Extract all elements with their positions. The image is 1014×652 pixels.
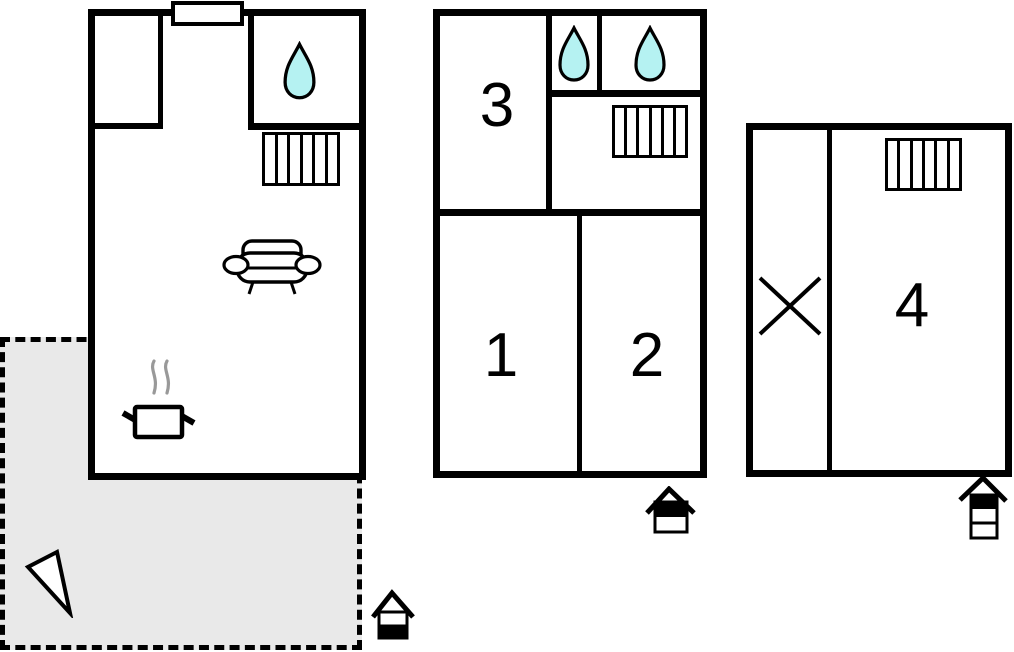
water-drop-icon bbox=[283, 41, 316, 100]
wall-wet-rooms-bottom bbox=[546, 90, 707, 97]
house-level-ground-floor-icon bbox=[371, 589, 415, 640]
wall-wet-rooms-divider bbox=[597, 9, 602, 95]
wall-closet-right bbox=[158, 9, 163, 128]
sofa-icon bbox=[222, 239, 322, 295]
wall-stairwell-divider bbox=[827, 123, 832, 477]
wall-bathroom-bottom bbox=[248, 123, 366, 130]
radiator-icon bbox=[612, 105, 688, 158]
water-drop-icon bbox=[634, 25, 666, 82]
house-level-upper-floor-icon bbox=[645, 486, 696, 534]
house-level-top-floor-icon bbox=[958, 475, 1008, 540]
building-middle bbox=[433, 9, 707, 478]
cooking-pot-icon bbox=[121, 359, 196, 440]
building-right bbox=[746, 123, 1012, 477]
wall-room1-room2-divider bbox=[577, 212, 582, 478]
wall-room3-right bbox=[546, 9, 552, 215]
wall-bathroom-left bbox=[248, 9, 254, 130]
building-left bbox=[88, 9, 366, 480]
stair-cross-icon bbox=[758, 276, 822, 336]
room-label-3: 3 bbox=[479, 71, 515, 140]
direction-triangle-icon bbox=[24, 549, 74, 618]
radiator-icon bbox=[885, 138, 962, 191]
room-label-1: 1 bbox=[483, 321, 519, 390]
chimney bbox=[171, 1, 244, 26]
room-label-4: 4 bbox=[894, 271, 930, 340]
radiator-icon bbox=[262, 132, 340, 186]
wall-closet-bottom bbox=[88, 123, 163, 129]
room-label-2: 2 bbox=[629, 321, 665, 390]
wall-middle-horizontal bbox=[433, 209, 707, 216]
water-drop-icon bbox=[558, 25, 590, 82]
